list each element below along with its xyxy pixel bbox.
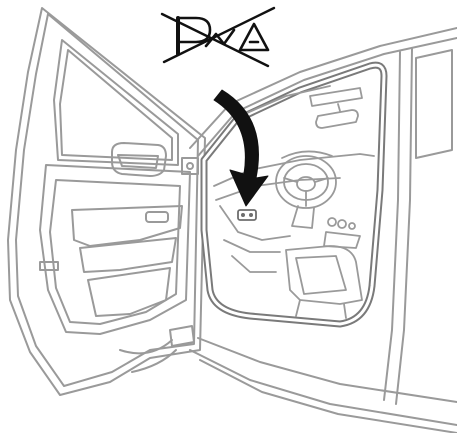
rearview-mirror <box>316 110 358 128</box>
car-body <box>190 28 457 433</box>
door-trim-panel <box>40 165 190 334</box>
door-hinge-lower <box>170 326 194 346</box>
door-sill <box>190 350 457 425</box>
door-pocket <box>88 268 170 316</box>
console-knob <box>328 218 336 226</box>
open-door <box>8 8 205 395</box>
door-handle <box>146 212 168 222</box>
driver-seat <box>286 246 362 304</box>
dashboard-switch-icon <box>238 210 256 220</box>
no-parking-accessory-crossed-icon <box>162 8 274 66</box>
